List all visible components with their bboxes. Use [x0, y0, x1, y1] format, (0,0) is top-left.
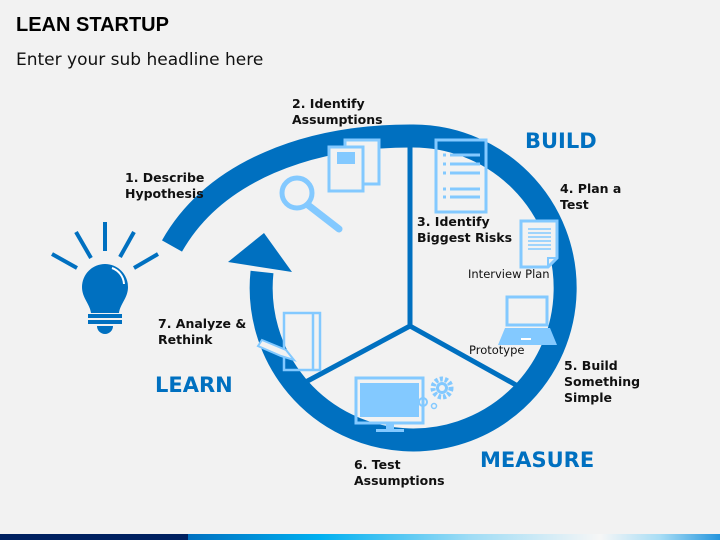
step-7-label: 7. Analyze & Rethink: [158, 316, 247, 347]
list-document-icon: [434, 138, 488, 214]
prototype-caption: Prototype: [469, 343, 525, 357]
laptop-icon: [498, 295, 557, 345]
spokes: [300, 145, 518, 388]
step-6-label: 6. Test Assumptions: [354, 457, 445, 488]
cycle-arrowhead: [228, 233, 292, 272]
step-2-label: 2. Identify Assumptions: [292, 96, 383, 127]
lightbulb-icon: [51, 222, 160, 334]
phase-learn: LEARN: [155, 373, 233, 397]
monitor-gears-icon: [354, 376, 454, 432]
phase-build: BUILD: [525, 129, 597, 153]
footer-gradient-bar: [0, 534, 720, 540]
documents-magnifier-icon: [279, 138, 381, 233]
phase-measure: MEASURE: [480, 448, 595, 472]
step-3-label: 3. Identify Biggest Risks: [417, 214, 513, 245]
slide-subtitle: Enter your sub headline here: [16, 50, 264, 70]
interview-plan-caption: Interview Plan: [468, 267, 550, 281]
step-1-label: 1. Describe Hypothesis: [125, 170, 205, 201]
step-5-label: 5. Build Something Simple: [564, 358, 641, 405]
slide-title: LEAN STARTUP: [16, 14, 169, 36]
cycle-ring: [161, 124, 577, 452]
document-icon: [519, 219, 559, 269]
notebook-pencil-icon: [256, 311, 322, 372]
step-4-label: 4. Plan a Test: [560, 181, 622, 212]
